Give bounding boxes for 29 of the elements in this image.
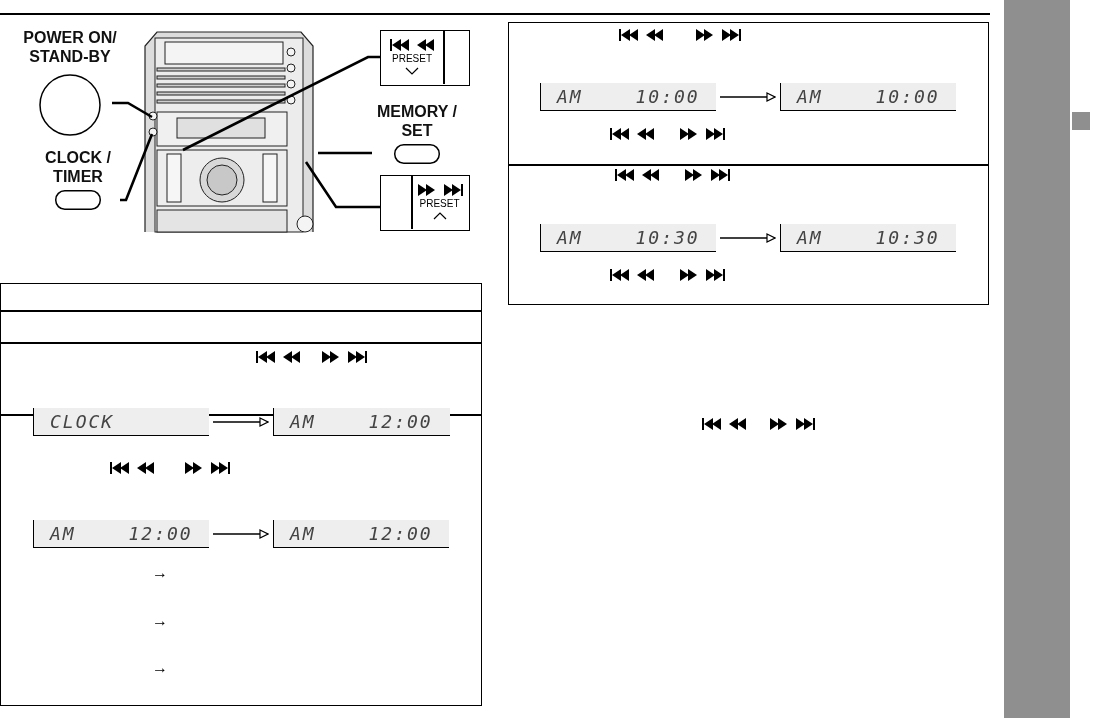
side-tab <box>1004 0 1070 718</box>
arrow-sign: → <box>152 612 168 630</box>
button-label: MEMORY / SET <box>376 102 458 140</box>
key-label: PRESET <box>391 53 433 64</box>
lcd-display: AM 12:00 <box>273 520 449 548</box>
leader-line <box>112 101 153 119</box>
arrow <box>719 233 776 243</box>
arrow <box>212 529 269 539</box>
button-label: CLOCK / TIMER <box>44 148 112 186</box>
lcd-display: AM 10:30 <box>540 224 716 252</box>
lcd-display: AM 10:00 <box>780 83 956 111</box>
leader-line <box>120 133 154 202</box>
lcd-display: AM 10:30 <box>780 224 956 252</box>
button-label: POWER ON/ STAND-BY <box>22 28 118 66</box>
key-label: PRESET <box>418 198 461 209</box>
tab-marker <box>1072 112 1090 130</box>
lcd-display: AM 12:00 <box>273 408 450 436</box>
preset-key <box>380 175 470 231</box>
arrow-sign: → <box>152 564 168 582</box>
arrow-sign: → <box>152 659 168 677</box>
lcd-display: AM 12:00 <box>33 520 209 548</box>
lcd-display: AM 10:00 <box>540 83 716 111</box>
arrow <box>212 417 269 427</box>
leader-line <box>304 161 380 209</box>
preset-key <box>380 30 470 86</box>
lcd-display: CLOCK <box>33 408 209 436</box>
leader-line <box>182 55 380 152</box>
leader-line <box>318 151 372 155</box>
arrow <box>719 92 776 102</box>
